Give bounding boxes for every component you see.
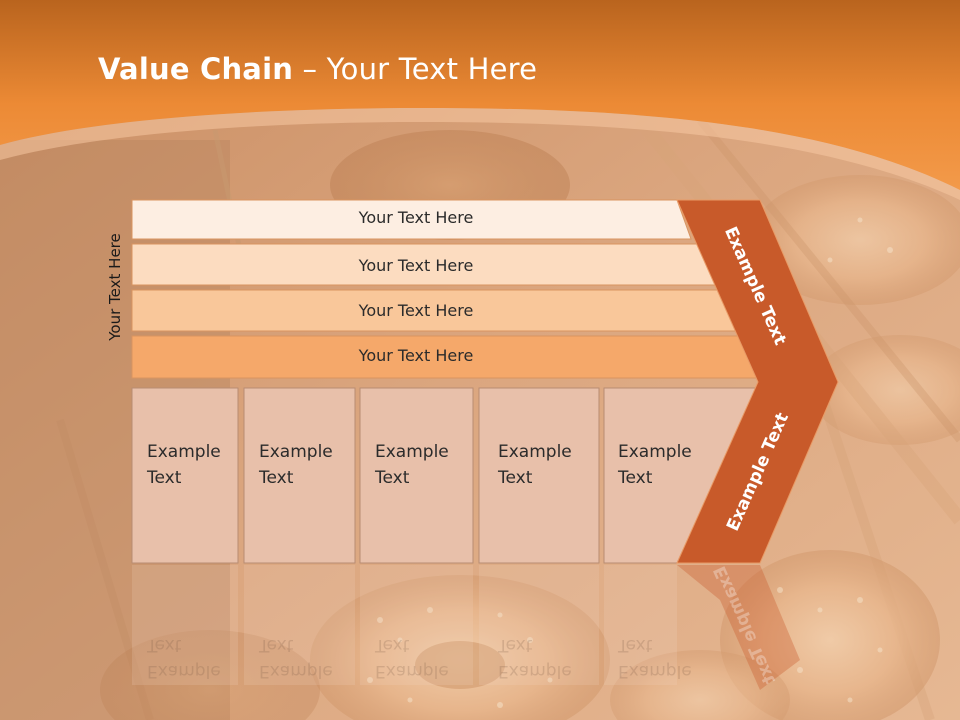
activity-box-1[interactable]: [131, 387, 239, 564]
title-rest-part: – Your Text Here: [293, 52, 538, 86]
box-label-5-reflection: Example Text: [618, 635, 692, 681]
row-label-4: Your Text Here: [358, 346, 474, 365]
box-label-4: Example Text: [498, 442, 572, 488]
box-label-1-reflection: Example Text: [147, 635, 221, 681]
title-bold-part: Value Chain: [98, 52, 294, 86]
vertical-axis-label: Your Text Here: [106, 233, 124, 341]
box-label-2: Example Text: [259, 442, 333, 488]
box-label-4-reflection: Example Text: [498, 635, 572, 681]
box-label-3: Example Text: [375, 442, 449, 488]
activity-box-2[interactable]: [243, 387, 356, 564]
activity-box-4[interactable]: [478, 387, 600, 564]
slide-title: Value Chain – Your Text Here: [98, 52, 537, 86]
row-label-1: Your Text Here: [358, 208, 474, 227]
box-label-5: Example Text: [618, 442, 692, 488]
row-label-3: Your Text Here: [358, 301, 474, 320]
chevron-reflection: [677, 565, 800, 690]
row-bar-1[interactable]: [131, 199, 692, 240]
box-label-1: Example Text: [147, 442, 221, 488]
activity-box-3[interactable]: [359, 387, 474, 564]
reflection: [132, 565, 677, 685]
box-label-3-reflection: Example Text: [375, 635, 449, 681]
box-label-2-reflection: Example Text: [259, 635, 333, 681]
row-label-2: Your Text Here: [358, 256, 474, 275]
chevron-arrow[interactable]: [676, 199, 839, 564]
